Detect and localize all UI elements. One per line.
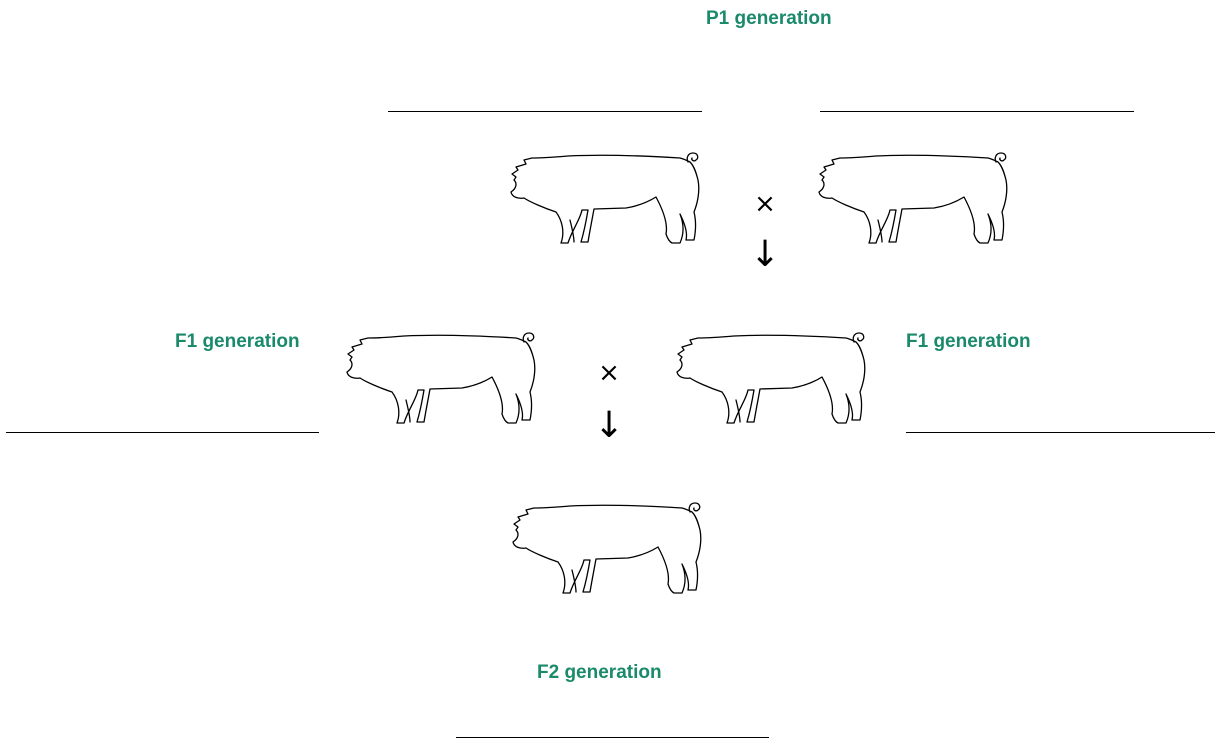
f2-blank[interactable] — [456, 737, 769, 738]
f1-to-f2-arrow: ↓ — [594, 405, 625, 446]
p1-generation-label: P1 generation — [706, 8, 832, 29]
pig-outline-icon — [818, 152, 1008, 244]
pig-outline-icon — [676, 332, 866, 424]
p1-cross-symbol: × — [754, 189, 776, 219]
f1-left-blank[interactable] — [6, 432, 319, 433]
p1-to-f1-arrow: ↓ — [750, 234, 781, 275]
f1-generation-label-left: F1 generation — [175, 331, 300, 352]
pig-outline-icon — [346, 332, 536, 424]
f1-generation-label-right: F1 generation — [906, 331, 1031, 352]
p1-parent-left-blank[interactable] — [388, 111, 702, 112]
pig-outline-icon — [512, 502, 702, 594]
pig-outline-icon — [510, 152, 700, 244]
f1-right-blank[interactable] — [906, 432, 1215, 433]
f1-cross-symbol: × — [598, 358, 620, 388]
f2-generation-label: F2 generation — [537, 662, 662, 683]
p1-parent-right-blank[interactable] — [820, 111, 1134, 112]
